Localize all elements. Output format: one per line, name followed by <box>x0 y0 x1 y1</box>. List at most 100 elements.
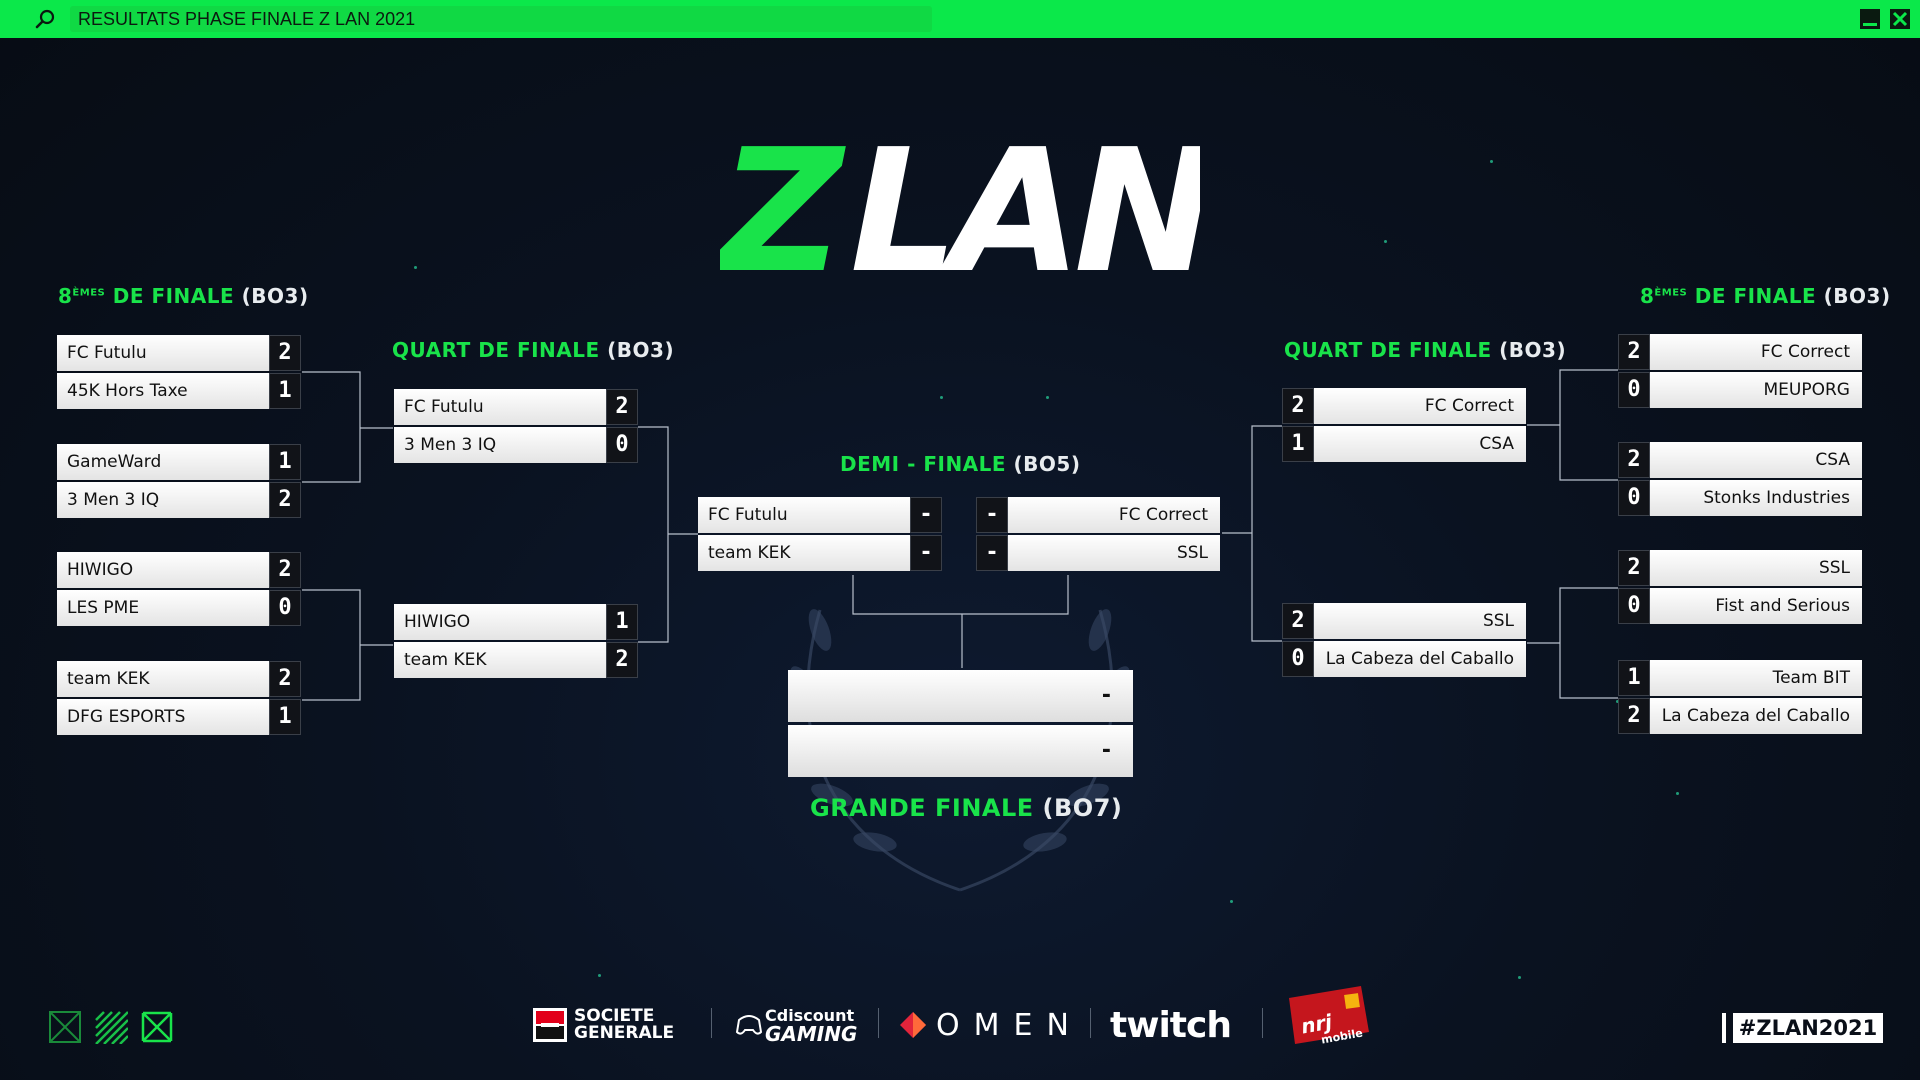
close-icon[interactable] <box>1888 7 1912 31</box>
heading-r16-right: 8ÈMES DE FINALE (BO3) <box>1640 284 1891 308</box>
gamepad-icon <box>735 1015 763 1035</box>
sponsor-omen: OMEN <box>898 1000 1083 1050</box>
team-score: 1 <box>606 604 638 640</box>
team-name: FC Correct <box>1314 388 1526 424</box>
team-name: CSA <box>1314 426 1526 462</box>
semi-left-row[interactable]: team KEK- <box>698 535 942 571</box>
crossed-box-icon <box>49 1011 81 1043</box>
bg-dot <box>1676 792 1679 795</box>
bg-dot <box>414 266 417 269</box>
team-name: 3 Men 3 IQ <box>394 427 606 463</box>
team-name: team KEK <box>394 642 606 678</box>
omen-text: OMEN <box>936 1007 1083 1043</box>
top-bar: RESULTATS PHASE FINALE Z LAN 2021 <box>0 0 1920 38</box>
team-score: 2 <box>269 552 301 588</box>
bg-dot <box>1384 240 1387 243</box>
bg-dot <box>1518 976 1521 979</box>
team-name: DFG ESPORTS <box>57 699 269 735</box>
team-name: La Cabeza del Caballo <box>1650 698 1862 734</box>
twitch-text: twitch <box>1110 1004 1232 1046</box>
omen-diamond-icon <box>900 1012 926 1038</box>
bg-dot <box>1046 396 1049 399</box>
team-name: FC Futulu <box>394 389 606 425</box>
team-score: 0 <box>1618 480 1650 516</box>
final-slot-1[interactable]: - <box>788 670 1133 722</box>
team-score: - <box>910 497 942 533</box>
minimize-icon[interactable] <box>1858 7 1882 31</box>
team-name: SSL <box>1314 603 1526 639</box>
team-name: La Cabeza del Caballo <box>1314 641 1526 677</box>
bg-dot <box>1616 700 1619 703</box>
cd-line1: Cdiscount <box>765 1006 855 1025</box>
team-score: 2 <box>269 335 301 371</box>
sponsor-nrj-mobile: nrj mobile <box>1283 986 1373 1047</box>
team-score: 1 <box>269 444 301 480</box>
team-score: 0 <box>1618 372 1650 408</box>
bowtie-icon <box>141 1011 173 1043</box>
heading-qf-right: QUART DE FINALE (BO3) <box>1284 338 1567 362</box>
sponsor-twitch: twitch <box>1110 1000 1232 1050</box>
team-score: 2 <box>1282 603 1314 639</box>
team-name: FC Futulu <box>698 497 910 533</box>
heading-r16-left: 8ÈMES DE FINALE (BO3) <box>58 284 309 308</box>
team-score: 1 <box>269 373 301 409</box>
team-score: - <box>976 535 1008 571</box>
team-score: - <box>910 535 942 571</box>
team-score: 1 <box>1282 426 1314 462</box>
semi-left-row[interactable]: FC Futulu- <box>698 497 942 533</box>
striped-box-icon <box>95 1011 128 1044</box>
team-name: FC Futulu <box>57 335 269 371</box>
team-score: 2 <box>1282 388 1314 424</box>
team-name: 3 Men 3 IQ <box>57 482 269 518</box>
team-name: Fist and Serious <box>1650 588 1862 624</box>
sg-line2: GENERALE <box>574 1023 675 1043</box>
team-name: GameWard <box>57 444 269 480</box>
search-input[interactable]: RESULTATS PHASE FINALE Z LAN 2021 <box>70 6 932 32</box>
sponsor-cdiscount-gaming: Cdiscount GAMING <box>735 1000 857 1050</box>
cd-line2: GAMING <box>765 1022 858 1046</box>
nrj-mobile-logo <box>1289 986 1369 1044</box>
team-score: 1 <box>1618 660 1650 696</box>
team-name: FC Correct <box>1008 497 1220 533</box>
search-icon[interactable] <box>34 8 56 30</box>
final-slot-2[interactable]: - <box>788 725 1133 777</box>
team-name: HIWIGO <box>57 552 269 588</box>
team-name: SSL <box>1008 535 1220 571</box>
sponsor-societe-generale: SOCIETE GENERALE <box>532 1000 674 1050</box>
semi-right-row[interactable]: SSL- <box>976 535 1220 571</box>
team-name: MEUPORG <box>1650 372 1862 408</box>
team-score: 2 <box>1618 334 1650 370</box>
team-name: CSA <box>1650 442 1862 478</box>
semi-right-row[interactable]: FC Correct- <box>976 497 1220 533</box>
team-name: HIWIGO <box>394 604 606 640</box>
team-score: 2 <box>1618 550 1650 586</box>
team-score: 2 <box>606 389 638 425</box>
heading-semi: DEMI - FINALE (BO5) <box>840 452 1081 476</box>
team-name: Team BIT <box>1650 660 1862 696</box>
team-name: FC Correct <box>1650 334 1862 370</box>
